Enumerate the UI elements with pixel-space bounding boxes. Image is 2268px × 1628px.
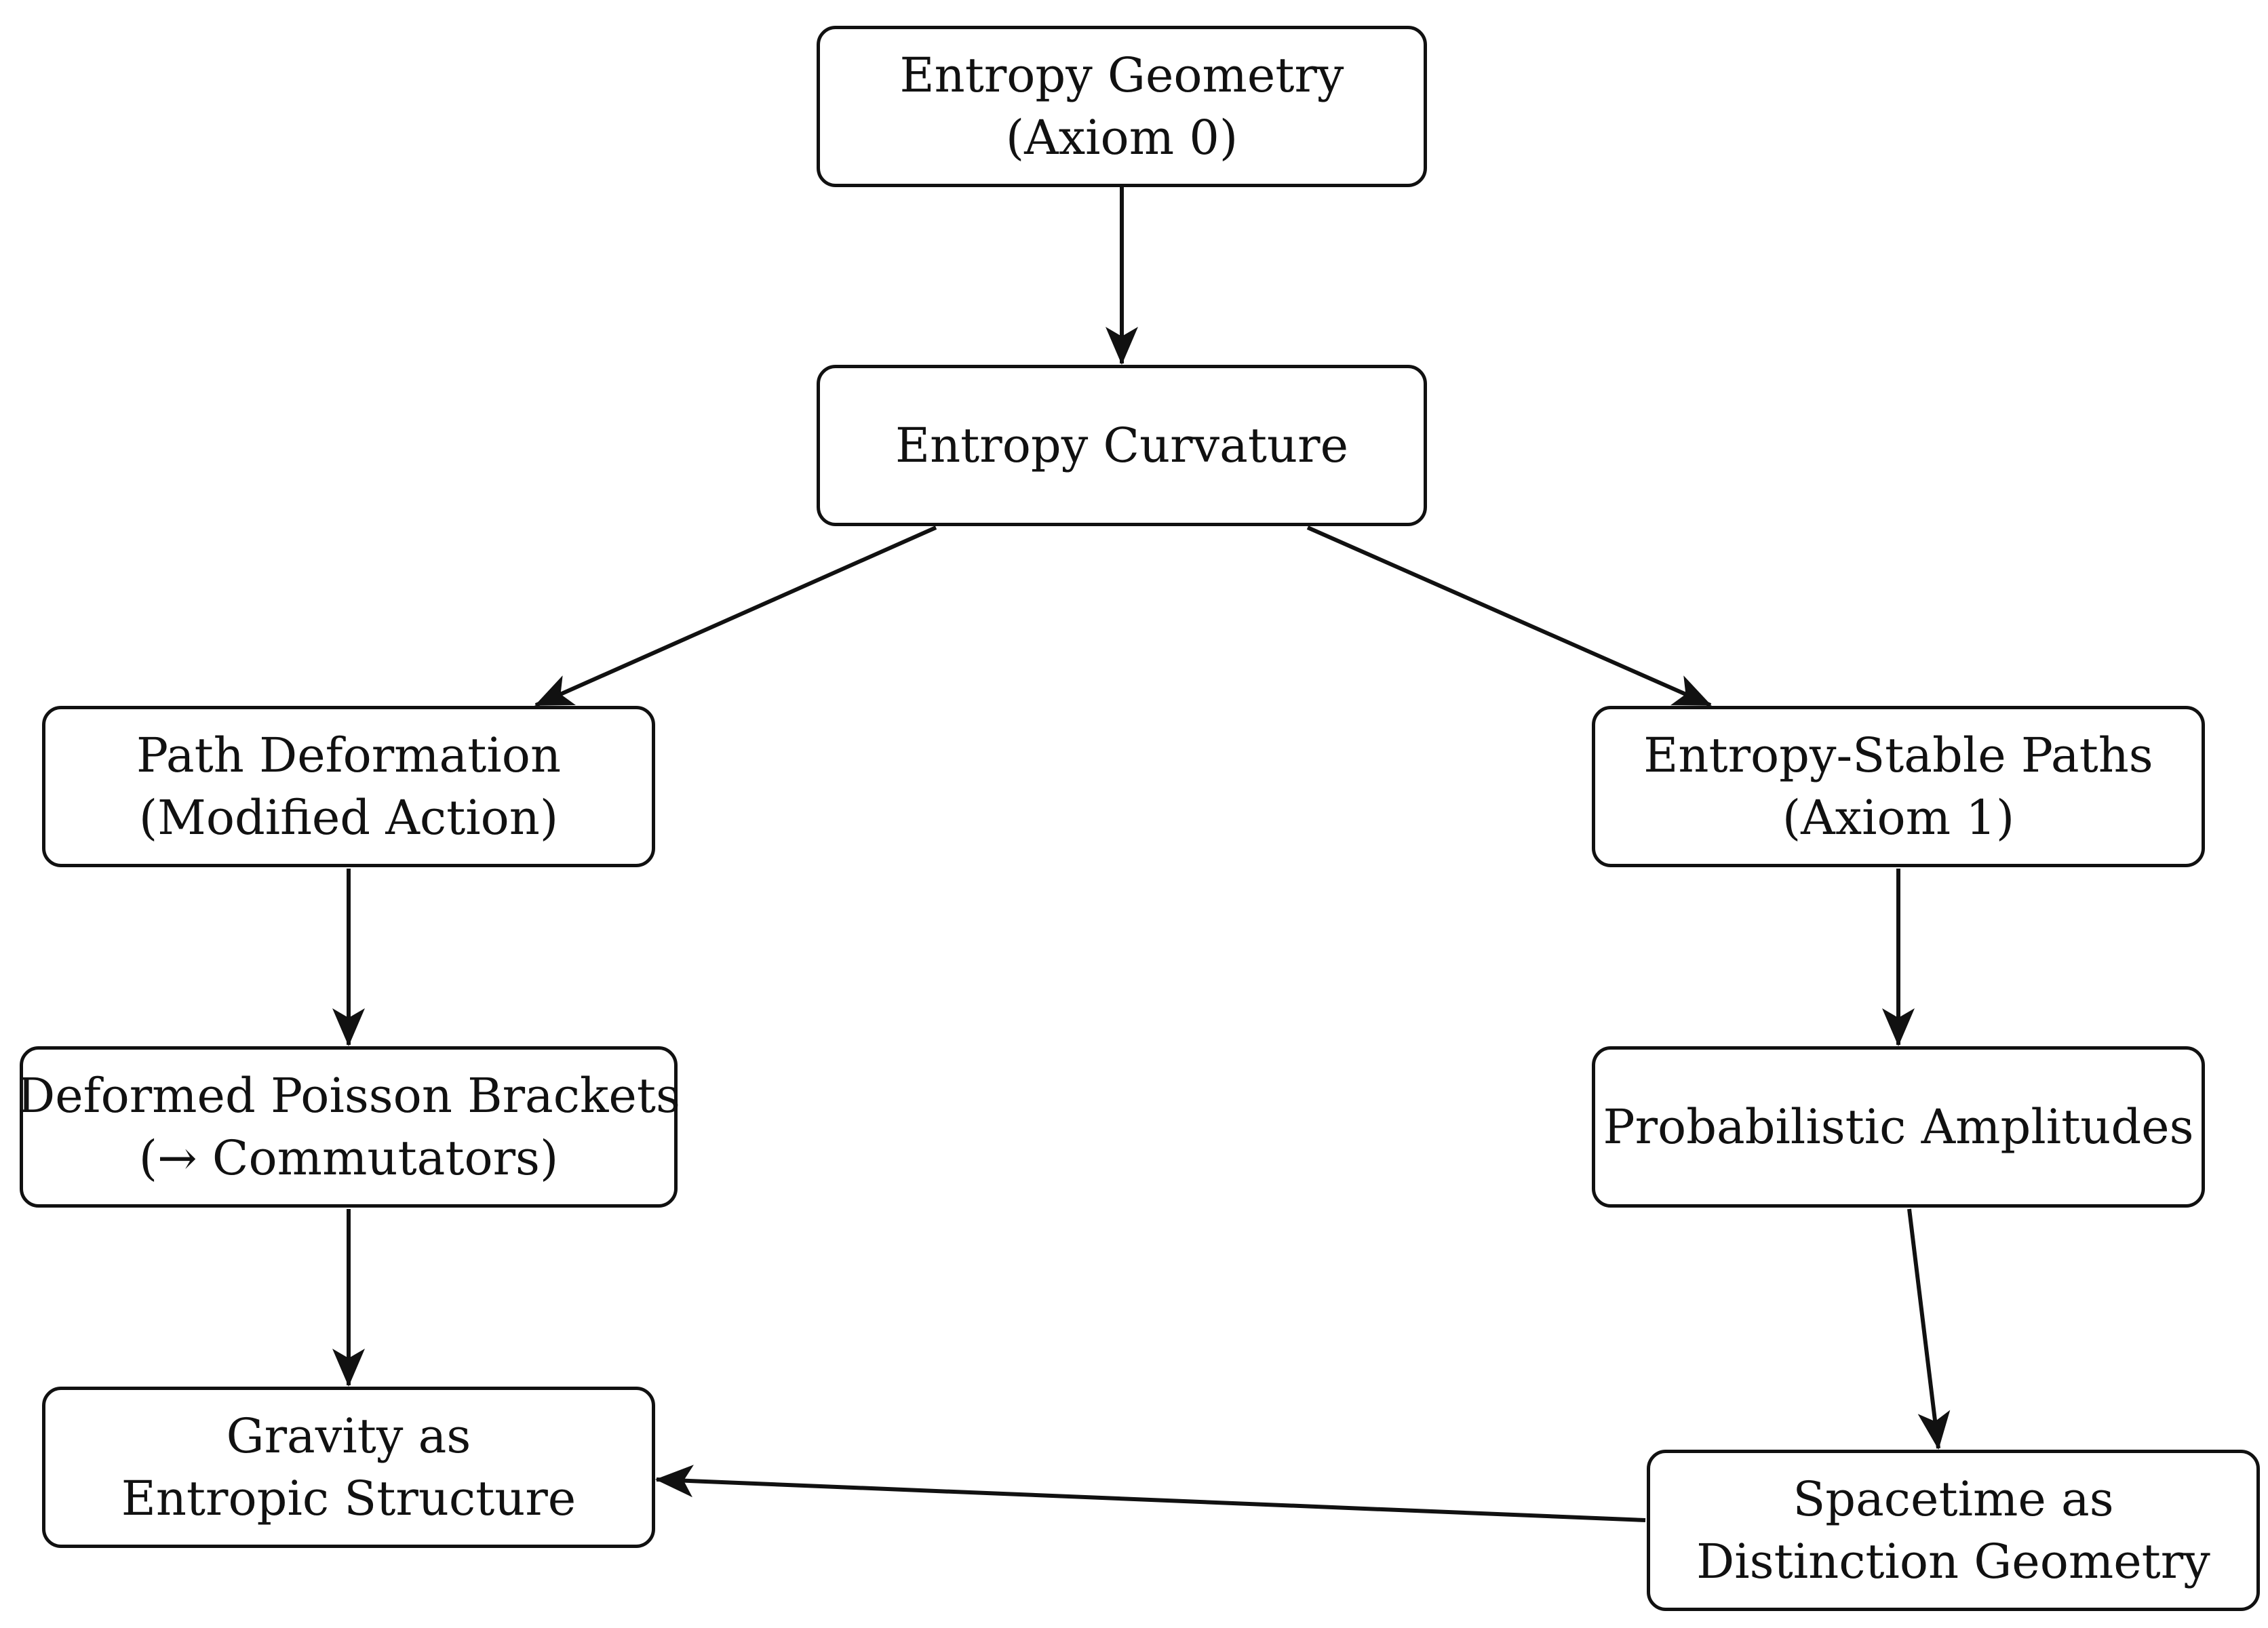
- edge-spacetime-distinction-geometry-to-gravity-entropic-structure: [655, 1465, 1646, 1522]
- node-entropy-geometry-line-2: (Axiom 0): [1005, 110, 1238, 165]
- node-entropy-geometry-line-1: Entropy Geometry: [899, 47, 1344, 103]
- node-deformed-poisson-brackets-line-2: (→ Commutators): [138, 1130, 559, 1186]
- node-spacetime-distinction-geometry-line-1: Spacetime as: [1793, 1471, 2114, 1527]
- node-entropy-stable-paths-line-1: Entropy-Stable Paths: [1643, 728, 2153, 783]
- node-gravity-entropic-structure-line-1: Gravity as: [226, 1408, 471, 1464]
- node-gravity-entropic-structure-line-2: Entropic Structure: [121, 1471, 576, 1526]
- node-entropy-curvature-line-1: Entropy Curvature: [895, 418, 1348, 473]
- node-spacetime-distinction-geometry: Spacetime as Distinction Geometry: [1647, 1450, 2260, 1611]
- node-entropy-geometry: Entropy Geometry (Axiom 0): [817, 26, 1427, 187]
- node-entropy-stable-paths: Entropy-Stable Paths (Axiom 1): [1592, 706, 2205, 867]
- edge-entropy-curvature-to-path-deformation: [534, 525, 937, 707]
- node-spacetime-distinction-geometry-line-2: Distinction Geometry: [1696, 1534, 2210, 1589]
- node-path-deformation: Path Deformation (Modified Action): [42, 706, 655, 867]
- node-entropy-stable-paths-line-2: (Axiom 1): [1782, 790, 2015, 846]
- node-path-deformation-line-1: Path Deformation: [136, 728, 562, 783]
- node-gravity-entropic-structure: Gravity as Entropic Structure: [42, 1387, 655, 1548]
- node-probabilistic-amplitudes: Probabilistic Amplitudes: [1592, 1046, 2205, 1208]
- node-deformed-poisson-brackets-line-1: Deformed Poisson Brackets: [17, 1068, 680, 1124]
- node-entropy-curvature: Entropy Curvature: [817, 365, 1427, 526]
- node-deformed-poisson-brackets: Deformed Poisson Brackets (→ Commutators…: [17, 1046, 680, 1208]
- node-probabilistic-amplitudes-line-1: Probabilistic Amplitudes: [1603, 1099, 2194, 1155]
- edge-entropy-curvature-to-entropy-stable-paths: [1306, 525, 1712, 707]
- node-path-deformation-line-2: (Modified Action): [138, 790, 559, 846]
- edge-probabilistic-amplitudes-to-spacetime-distinction-geometry: [1907, 1208, 1951, 1450]
